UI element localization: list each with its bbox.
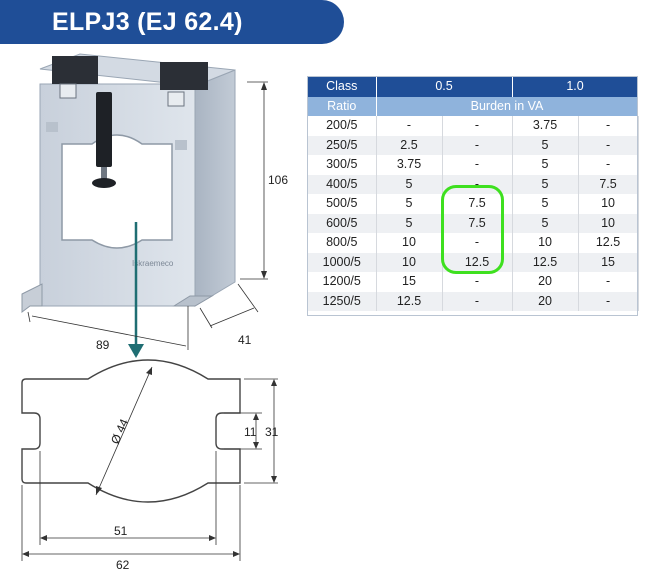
burden-cell: 20 [512,272,579,292]
burden-cell: 10 [376,252,443,272]
burden-cell: 5 [376,174,443,194]
ratio-cell: 600/5 [308,213,377,233]
class-a-header: 0.5 [376,77,513,97]
class-b-header: 1.0 [512,77,639,97]
burden-cell: 7.5 [578,174,639,194]
ratio-cell: 200/5 [308,116,377,136]
burden-cell: 15 [578,252,639,272]
table-header-class-row: Class 0.5 1.0 [308,77,639,97]
burden-cell: - [442,116,513,136]
ratio-cell: 1000/5 [308,252,377,272]
class-header: Class [308,77,377,97]
burden-cell: - [442,233,513,253]
primary-window [61,134,173,249]
burden-cell: 5 [512,213,579,233]
ratio-header: Ratio [308,96,377,116]
terminal-block-right [160,62,208,90]
burden-cell: - [578,116,639,136]
table-row: 200/5--3.75- [308,116,639,136]
title-bar: ELPJ3 (EJ 62.4) [0,0,344,44]
clamp-screw [96,92,112,167]
burden-cell: - [442,174,513,194]
profile-outline [21,359,241,503]
burden-cell: - [578,272,639,292]
burden-cell: 5 [512,174,579,194]
ratio-cell: 250/5 [308,135,377,155]
burden-cell: 5 [512,135,579,155]
burden-cell: - [442,291,513,311]
ratio-cell: 400/5 [308,174,377,194]
width-dim: 89 [96,338,110,352]
burden-cell: 12.5 [442,252,513,272]
burden-cell: 5 [512,155,579,175]
arrow-head [128,344,144,358]
burden-cell: - [442,155,513,175]
page-title: ELPJ3 (EJ 62.4) [52,7,243,36]
body-side-face [194,69,236,307]
burden-cell: 5 [512,194,579,214]
burden-cell: 12.5 [578,233,639,253]
burden-cell: - [578,291,639,311]
burden-cell: 5 [376,194,443,214]
burden-cell: 7.5 [442,194,513,214]
product-illustration: Iskraemeco 106 89 41 [21,53,288,358]
burden-cell: 12.5 [512,252,579,272]
brand-label: Iskraemeco [132,259,174,268]
burden-cell: 20 [512,291,579,311]
table-header-ratio-row: Ratio Burden in VA [308,96,639,116]
burden-cell: - [442,272,513,292]
burden-table: Class 0.5 1.0 Ratio Burden in VA 200/5--… [308,77,639,311]
burden-cell: 10 [376,233,443,253]
terminal-block-left [52,56,98,84]
inner-width-dim: 51 [114,524,128,538]
burden-cell: - [376,116,443,136]
burden-cell: - [578,155,639,175]
burden-cell: - [442,135,513,155]
ratio-cell: 1250/5 [308,291,377,311]
notch-height-dim: 11 [244,425,257,439]
ratio-cell: 500/5 [308,194,377,214]
profile-drawing: Ø 44 31 11 51 62 [21,359,279,572]
ratio-cell: 800/5 [308,233,377,253]
outer-width-dim: 62 [116,558,130,572]
burden-cell: 12.5 [376,291,443,311]
burden-cell: 10 [578,194,639,214]
burden-header: Burden in VA [376,96,639,116]
outer-height-dim: 31 [265,425,279,439]
ratio-cell: 300/5 [308,155,377,175]
ratio-cell: 1200/5 [308,272,377,292]
burden-cell: 5 [376,213,443,233]
burden-cell: 15 [376,272,443,292]
burden-cell: - [578,135,639,155]
burden-cell: 10 [512,233,579,253]
burden-cell: 3.75 [376,155,443,175]
burden-cell: 2.5 [376,135,443,155]
burden-cell: 3.75 [512,116,579,136]
depth-dim: 41 [238,333,252,347]
burden-cell: 10 [578,213,639,233]
height-dim: 106 [268,173,288,187]
burden-cell: 7.5 [442,213,513,233]
